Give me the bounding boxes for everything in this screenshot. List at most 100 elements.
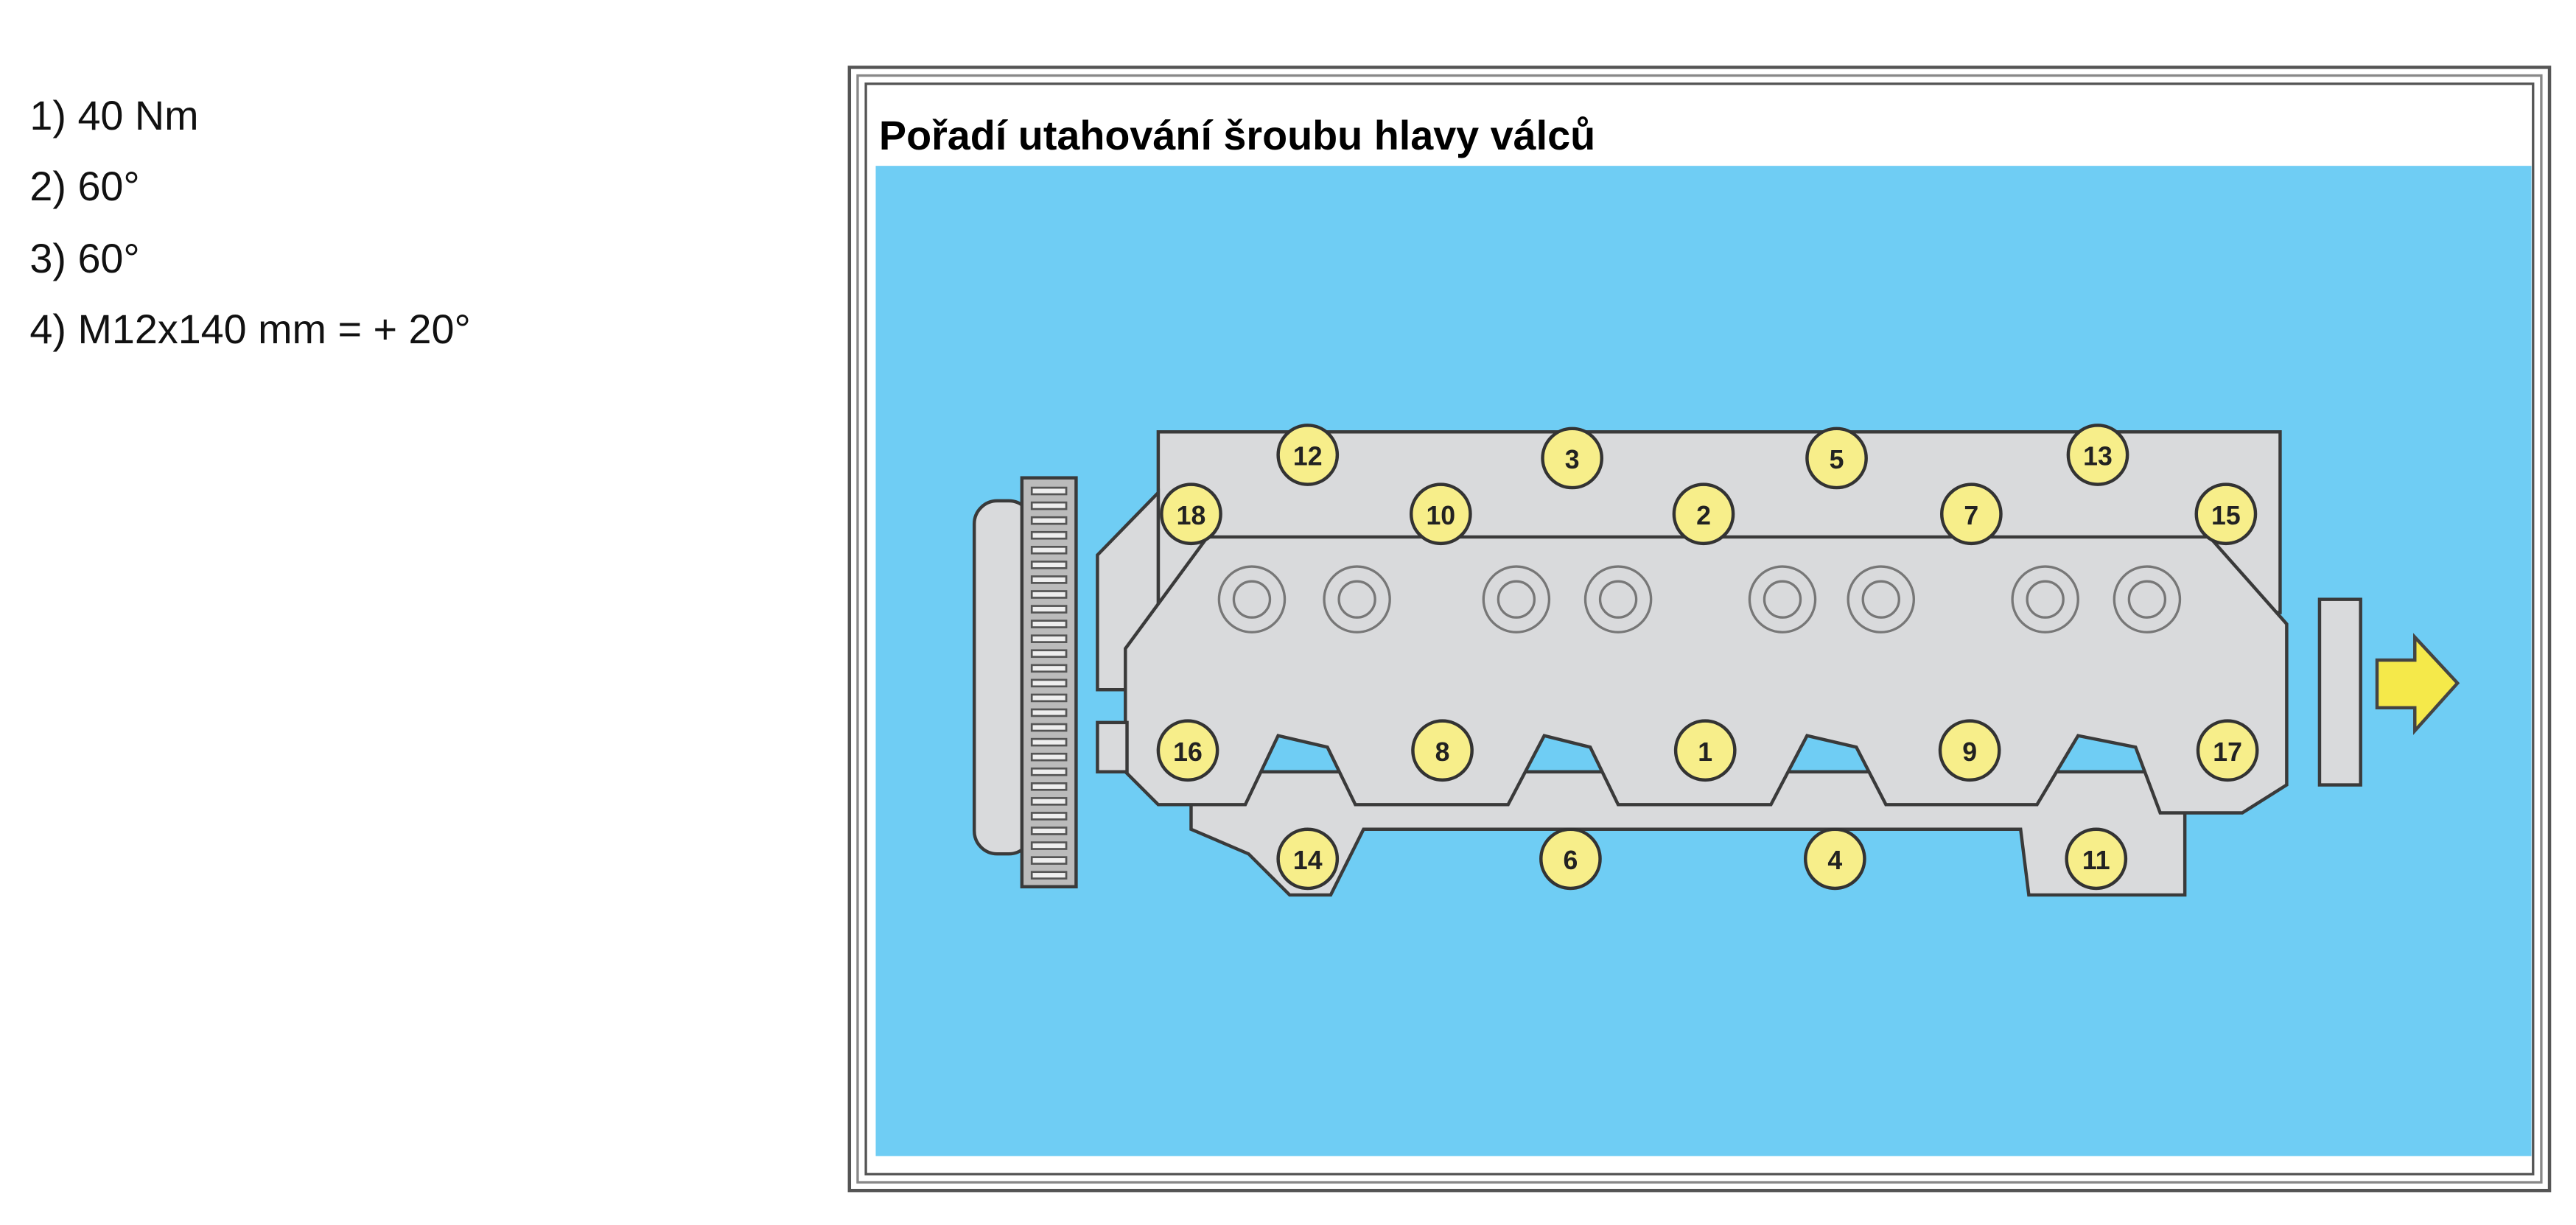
valve-seat [2113,565,2182,633]
bolt-8: 8 [1411,719,1474,782]
bolt-circle [1673,719,1737,782]
bolt-number: 11 [2082,846,2110,875]
valve-seat [2127,580,2167,619]
gear-tooth [1030,590,1068,599]
gear-tooth [1030,501,1068,510]
valve-seat [1598,580,1638,619]
bolt-number: 4 [1827,846,1842,875]
bolt-circle [1803,827,1866,891]
bolt-circle [1156,719,1219,782]
bolt-11: 11 [2065,827,2128,891]
gear-tooth [1030,545,1068,555]
bolt-circle [1276,827,1340,891]
bolt-circle [1276,424,1340,486]
bolt-circle [1411,719,1474,782]
bolt-number: 7 [1964,501,1978,530]
gear-tooth [1030,693,1068,703]
gear-tooth [1030,516,1068,525]
bolt-number: 15 [2211,501,2241,530]
gear-tooth [1030,812,1068,821]
valve-seat [1847,565,1916,633]
bolt-15: 15 [2194,482,2258,546]
spec-step-4: 4) M12x140 mm = + 20° [29,306,470,352]
gear-tooth [1030,797,1068,806]
gear-tooth [1030,634,1068,643]
gear-tooth [1030,678,1068,688]
bolt-number: 13 [2083,442,2113,471]
bolt-circle [2196,719,2259,782]
gear-tooth [1030,767,1068,776]
valve-seat [1232,580,1272,619]
bolt-circle [1805,427,1868,490]
bolt-circle [1672,482,1735,546]
bolt-number: 9 [1962,737,1977,767]
gear-tooth [1030,664,1068,673]
gear-tooth [1030,723,1068,732]
bolt-3: 3 [1541,427,1604,490]
bolt-7: 7 [1940,482,2003,546]
gear-tooth [1030,826,1068,835]
bolt-13: 13 [2066,424,2129,486]
valve-seat [2011,565,2079,633]
valve-seat [1337,580,1376,619]
valve-seat [2026,580,2065,619]
bolt-circle [1541,427,1604,490]
gear-tooth [1030,752,1068,762]
valve-seat [1583,565,1653,633]
figure-title: Pořadí utahování šroubu hlavy válců [879,113,1595,158]
spec-step-1: 1) 40 Nm [29,93,198,138]
gear-tooth [1030,575,1068,584]
gear-tooth [1030,619,1068,628]
bolt-18: 18 [1160,482,1222,546]
gear-tooth [1030,708,1068,717]
valve-seat [1323,565,1391,633]
bolt-10: 10 [1409,482,1472,546]
gear-tooth [1030,561,1068,569]
spec-step-2: 2) 60° [29,164,139,209]
gear-tooth [1030,530,1068,540]
bolt-9: 9 [1938,719,2001,782]
spec-step-3: 3) 60° [29,236,139,281]
bolt-number: 8 [1435,737,1450,767]
valve-seat [1748,565,1817,633]
bolt-circle [2065,827,2128,891]
bolt-circle [2066,424,2129,486]
bolt-number: 16 [1173,737,1203,767]
bolt-number: 2 [1696,501,1711,530]
bolt-number: 17 [2213,737,2242,767]
bolt-number: 10 [1426,501,1455,530]
bolt-circle [1938,719,2001,782]
gear-tooth [1030,841,1068,850]
bolt-4: 4 [1803,827,1866,891]
valve-seat [1217,565,1287,633]
bolt-circle [1940,482,2003,546]
direction-arrow-icon [2375,633,2460,735]
bolt-2: 2 [1672,482,1735,546]
bolt-circle [1160,482,1222,546]
gear-tooth [1030,856,1068,865]
gear-tooth [1030,605,1068,614]
valve-seat [1763,580,1802,619]
bolt-14: 14 [1276,827,1340,891]
bolt-circle [1409,482,1472,546]
bolt-number: 5 [1830,445,1844,474]
bolt-circle [2194,482,2258,546]
bolt-number: 12 [1293,442,1323,471]
gear-tooth [1030,782,1068,791]
gear-tooth [1030,486,1068,496]
bolt-5: 5 [1805,427,1868,490]
bolt-number: 6 [1564,846,1578,875]
gear-tooth [1030,649,1068,659]
bolt-6: 6 [1539,827,1602,891]
bolt-circle [1539,827,1602,891]
valve-seat [1482,565,1551,633]
gear-tooth [1030,871,1068,880]
bolt-number: 1 [1698,737,1712,767]
bolt-markers: 12 3 5 13 18 10 2 7 15 16 8 1 9 17 14 6 4 11 [1156,424,2259,891]
bolt-1: 1 [1673,719,1737,782]
gear-tooth [1030,737,1068,747]
bolt-12: 12 [1276,424,1340,486]
bolt-number: 14 [1293,846,1323,875]
bolt-17: 17 [2196,719,2259,782]
